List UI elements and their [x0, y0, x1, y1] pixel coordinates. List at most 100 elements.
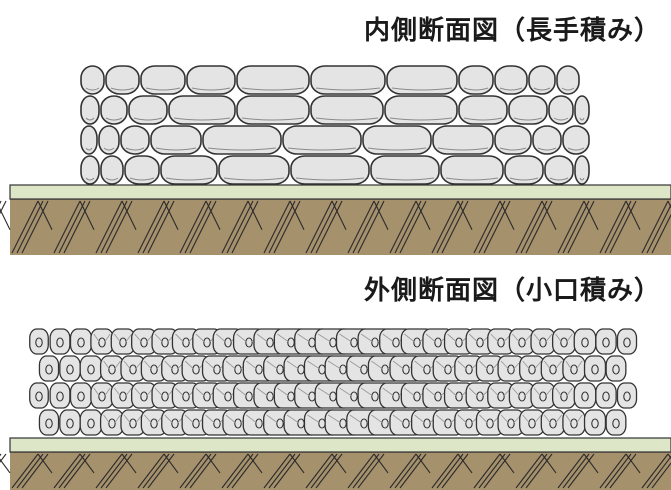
- sandbag-tie: [224, 391, 232, 402]
- sandbag-end: [605, 355, 627, 382]
- sandbag-tie: [203, 337, 211, 348]
- sandbag-end: [551, 328, 577, 355]
- sandbag-tie: [161, 391, 169, 402]
- sandbag-crease: [103, 147, 115, 151]
- sandbag: [562, 125, 590, 155]
- sandbag-tie: [266, 337, 274, 348]
- sandbag-crease: [522, 414, 542, 423]
- sandbag-tie: [486, 364, 494, 375]
- sandbag: [310, 95, 384, 125]
- sandbag-crease: [389, 117, 453, 121]
- sandbag: [100, 95, 128, 125]
- sandbag-crease: [543, 414, 563, 423]
- sandbag-tie: [444, 364, 452, 375]
- ground-grass: [9, 437, 671, 453]
- sandbag-end: [605, 409, 627, 436]
- sandbag-crease: [553, 117, 569, 121]
- sandbag-tie: [392, 337, 400, 348]
- sandbag: [218, 155, 290, 185]
- sandbag: [236, 95, 310, 125]
- sandbag-crease: [533, 87, 551, 91]
- sandbag-tie: [560, 337, 568, 348]
- sandbag-end: [79, 355, 103, 382]
- sandbag-tie: [119, 337, 127, 348]
- sandbag-crease: [555, 387, 573, 396]
- sandbag-tie: [45, 418, 53, 429]
- sandbag-tie: [392, 391, 400, 402]
- sandbag-crease: [191, 87, 231, 91]
- sandbag-tie: [444, 418, 452, 429]
- sandbag-tie: [276, 418, 284, 429]
- sandbag-tie: [623, 337, 631, 348]
- sandbag-crease: [173, 117, 231, 121]
- sandbag-crease: [513, 117, 543, 121]
- sandbag-crease: [512, 387, 532, 396]
- sandbag-crease: [110, 87, 135, 91]
- sandbag-tie: [570, 364, 578, 375]
- sandbag-tie: [402, 364, 410, 375]
- sandbag-tie: [381, 364, 389, 375]
- sandbag-crease: [463, 87, 489, 91]
- sandbag-tie: [255, 364, 263, 375]
- sandbag-crease: [463, 117, 503, 121]
- sandbag-end: [69, 328, 93, 355]
- sandbag-crease: [103, 360, 121, 369]
- sandbag-tie: [434, 391, 442, 402]
- sandbag-crease: [295, 177, 365, 181]
- sandbag: [310, 65, 386, 95]
- sandbag: [574, 95, 590, 125]
- sandbag-tie: [245, 391, 253, 402]
- ground-grass: [9, 184, 671, 200]
- sandbag-tie: [77, 337, 85, 348]
- sandbag: [202, 125, 282, 155]
- sandbag-crease: [533, 333, 553, 342]
- soil-band: [10, 199, 671, 255]
- sandbag: [120, 125, 150, 155]
- sandbag-crease: [445, 177, 499, 181]
- sandbag: [290, 155, 370, 185]
- sandbag-end: [583, 409, 607, 436]
- sandbag-tie: [150, 418, 158, 429]
- sandbag-crease: [367, 147, 427, 151]
- soil-hatching: [0, 453, 671, 489]
- sandbag-crease: [85, 117, 95, 121]
- sandbag-crease: [437, 147, 489, 151]
- sandbag-tie: [140, 337, 148, 348]
- sandbag-tie: [129, 364, 137, 375]
- sandbag-tie: [66, 364, 74, 375]
- sandbag-tie: [497, 337, 505, 348]
- sandbag-end: [562, 355, 586, 382]
- sandbag-tie: [413, 337, 421, 348]
- sandbag-end: [551, 382, 577, 409]
- sandbag-crease: [165, 177, 213, 181]
- sandbag: [124, 155, 160, 185]
- sandbag-end: [49, 382, 71, 409]
- sandbag-wall: [80, 65, 590, 185]
- sandbag-tie: [549, 364, 557, 375]
- sandbag-tie: [423, 418, 431, 429]
- sandbag-tie: [591, 364, 599, 375]
- sandbag-crease: [499, 87, 523, 91]
- sandbag-tie: [182, 391, 190, 402]
- sandbag-crease: [512, 333, 532, 342]
- sandbag-end: [90, 382, 114, 409]
- sandbag-crease: [509, 177, 539, 181]
- sandbag-tie: [518, 391, 526, 402]
- sandbag-end: [90, 328, 114, 355]
- sandbag: [528, 65, 556, 95]
- sandbag-tie: [549, 418, 557, 429]
- sandbag-tie: [87, 418, 95, 429]
- sandbag-tie: [560, 391, 568, 402]
- sandbag: [574, 155, 590, 185]
- sandbag-end: [573, 328, 597, 355]
- sandbag-end: [616, 382, 638, 409]
- sandbag: [186, 65, 236, 95]
- sandbag: [98, 125, 120, 155]
- sandbag-crease: [123, 414, 143, 423]
- sandbag-tie: [486, 418, 494, 429]
- sandbag-tie: [192, 364, 200, 375]
- sandbag-crease: [315, 117, 379, 121]
- sandbag-end: [573, 382, 597, 409]
- sandbag-crease: [241, 87, 305, 91]
- sandbag-tie: [371, 391, 379, 402]
